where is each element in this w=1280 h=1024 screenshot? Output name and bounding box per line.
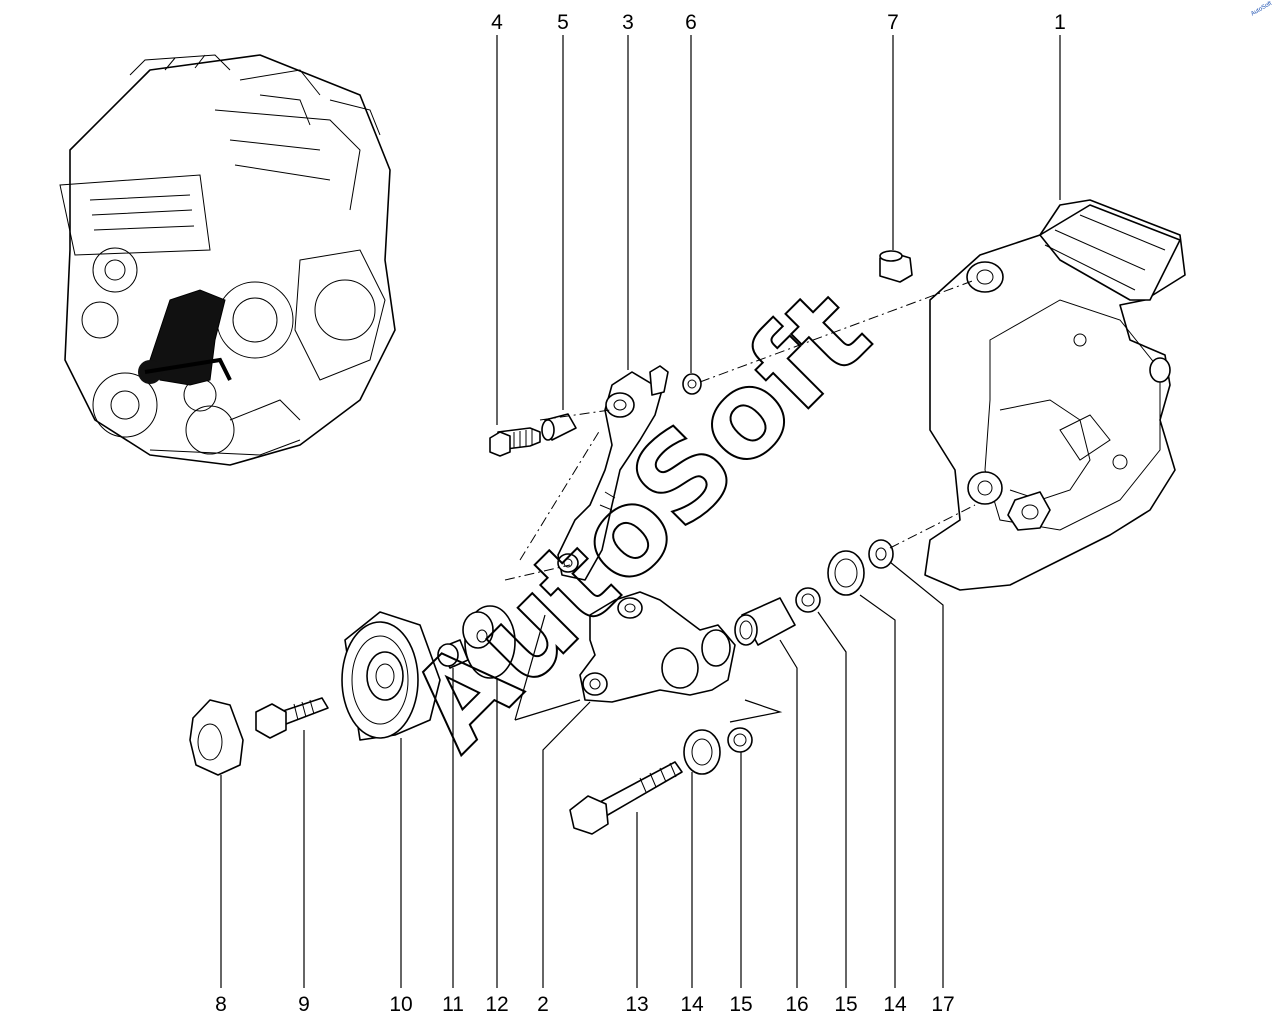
bearing-ring-part-14-lower (683, 729, 721, 775)
sleeve-part-5 (541, 413, 577, 441)
corner-mark: AutoSoft (1250, 1, 1273, 18)
pulley-washer-part-12 (462, 605, 516, 679)
callout-label-15-upper: 15 (834, 993, 857, 1016)
bracket-part-1 (924, 199, 1186, 591)
callout-label-7: 7 (887, 11, 899, 34)
callout-numbers-bottom: 8 9 10 11 12 2 13 14 15 16 15 14 17 (215, 993, 955, 1016)
callout-label-4: 4 (491, 11, 503, 34)
callout-label-14-lower: 14 (680, 993, 704, 1016)
callout-label-12: 12 (485, 993, 508, 1016)
engine-overview-illustration (59, 54, 396, 466)
callout-label-11: 11 (442, 993, 464, 1016)
callout-label-15-lower: 15 (729, 993, 752, 1016)
callout-label-6: 6 (685, 11, 697, 34)
adjusting-rod-part-3 (557, 365, 669, 581)
callout-label-3: 3 (622, 11, 634, 34)
callout-label-13: 13 (625, 993, 648, 1016)
callout-label-2: 2 (537, 993, 549, 1016)
callout-label-5: 5 (557, 11, 569, 34)
dust-cap-part-8 (189, 699, 244, 776)
flanged-bush-part-15-lower (727, 727, 753, 753)
bushing-part-16 (734, 597, 796, 646)
callout-label-17: 17 (931, 993, 954, 1016)
autosoft-watermark: AutoSoft (383, 263, 895, 775)
assembly-axis-lines (504, 279, 976, 581)
washer-part-6 (682, 373, 702, 395)
bolt-part-9 (255, 697, 329, 739)
callout-label-10: 10 (389, 993, 412, 1016)
callout-label-9: 9 (298, 993, 310, 1016)
callout-label-14-upper: 14 (883, 993, 907, 1016)
flanged-bush-part-15-upper (795, 587, 821, 613)
callout-label-16: 16 (785, 993, 808, 1016)
callout-label-8: 8 (215, 993, 227, 1016)
callout-label-1: 1 (1054, 11, 1066, 34)
washer-part-17 (868, 539, 894, 569)
idler-pulley-part-10 (341, 611, 441, 741)
bearing-ring-part-14-upper (827, 550, 865, 596)
assembly-bracket-lines (514, 614, 783, 723)
callout-numbers-top: 4 5 3 6 7 1 (491, 11, 1066, 34)
spacer-part-7 (879, 250, 913, 283)
leader-lines (220, 35, 1061, 988)
long-bolt-part-13 (569, 761, 683, 835)
bolt-part-4 (489, 427, 541, 457)
tensioner-arm-part-2 (579, 591, 736, 703)
